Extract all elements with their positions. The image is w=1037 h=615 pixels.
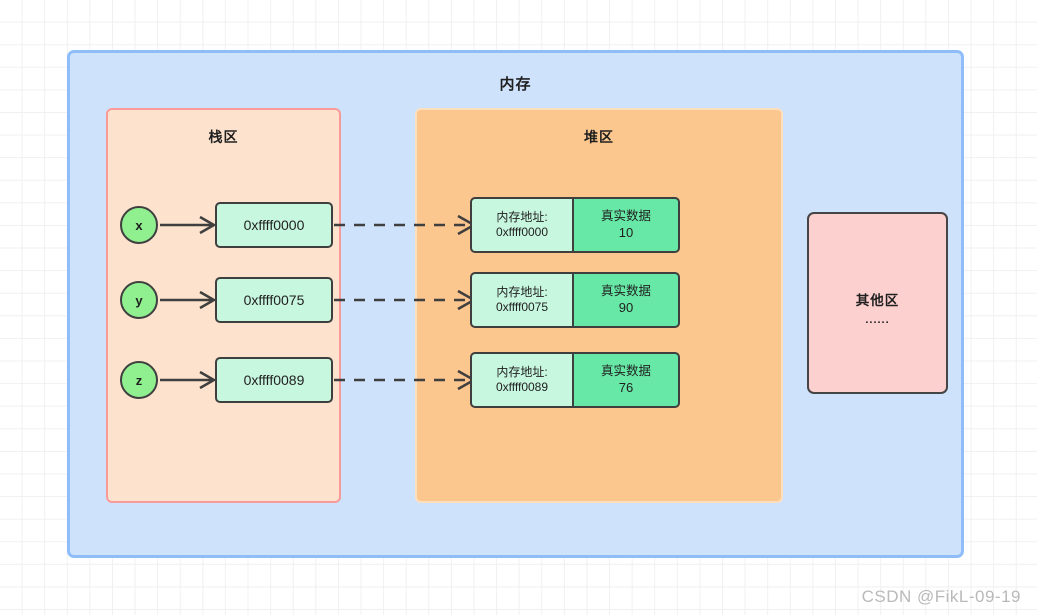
stack-variable-y: y [120,281,158,319]
other-region-ellipsis: ...... [865,314,890,326]
heap-cell-1: 内存地址: 0xffff0000 真实数据 10 [470,197,680,253]
heap-region-title: 堆区 [584,129,614,145]
heap-cell-3-data-value: 76 [618,379,634,395]
stack-variable-z-label: z [135,372,143,388]
heap-cell-3: 内存地址: 0xffff0089 真实数据 76 [470,352,680,408]
stack-address-value-x: 0xffff0000 [243,217,305,233]
stack-address-box-x: 0xffff0000 [215,202,333,248]
stack-region-title: 栈区 [208,129,239,145]
arrow-z-to-address [160,370,217,390]
heap-cell-2-data: 真实数据 90 [574,272,680,328]
heap-cell-1-address-label: 内存地址: [496,210,548,224]
dashed-arrow-x-to-heap [334,214,477,236]
stack-variable-z: z [120,361,158,399]
heap-cell-2-address-label: 内存地址: [496,285,548,299]
heap-cell-3-data-label: 真实数据 [600,364,651,379]
heap-cell-1-data-label: 真实数据 [600,209,651,224]
heap-cell-2: 内存地址: 0xffff0075 真实数据 90 [470,272,680,328]
watermark: CSDN @FikL-09-19 [861,587,1021,606]
heap-cell-1-address-value: 0xffff0000 [495,225,549,239]
heap-cell-1-data-value: 10 [618,224,634,240]
stack-variable-x: x [120,206,158,244]
arrow-x-to-address [160,215,217,235]
other-region: 其他区 ...... [807,212,948,394]
heap-cell-2-data-value: 90 [618,299,634,315]
heap-cell-1-data: 真实数据 10 [574,197,680,253]
heap-cell-3-address-value: 0xffff0089 [495,380,549,394]
memory-region-title: 内存 [499,76,532,93]
stack-address-value-y: 0xffff0075 [243,292,305,308]
heap-cell-2-address: 内存地址: 0xffff0075 [470,272,574,328]
stack-address-box-z: 0xffff0089 [215,357,333,403]
dashed-arrow-z-to-heap [334,369,477,391]
stack-address-box-y: 0xffff0075 [215,277,333,323]
heap-cell-3-data: 真实数据 76 [574,352,680,408]
dashed-arrow-y-to-heap [334,289,477,311]
arrow-y-to-address [160,290,217,310]
heap-cell-1-address: 内存地址: 0xffff0000 [470,197,574,253]
heap-cell-3-address-label: 内存地址: [496,365,548,379]
stack-variable-x-label: x [135,217,143,233]
stack-variable-y-label: y [135,292,143,308]
stack-address-value-z: 0xffff0089 [243,372,305,388]
other-region-title: 其他区 [855,293,900,308]
heap-cell-2-data-label: 真实数据 [600,284,651,299]
heap-cell-3-address: 内存地址: 0xffff0089 [470,352,574,408]
heap-cell-2-address-value: 0xffff0075 [495,300,549,314]
